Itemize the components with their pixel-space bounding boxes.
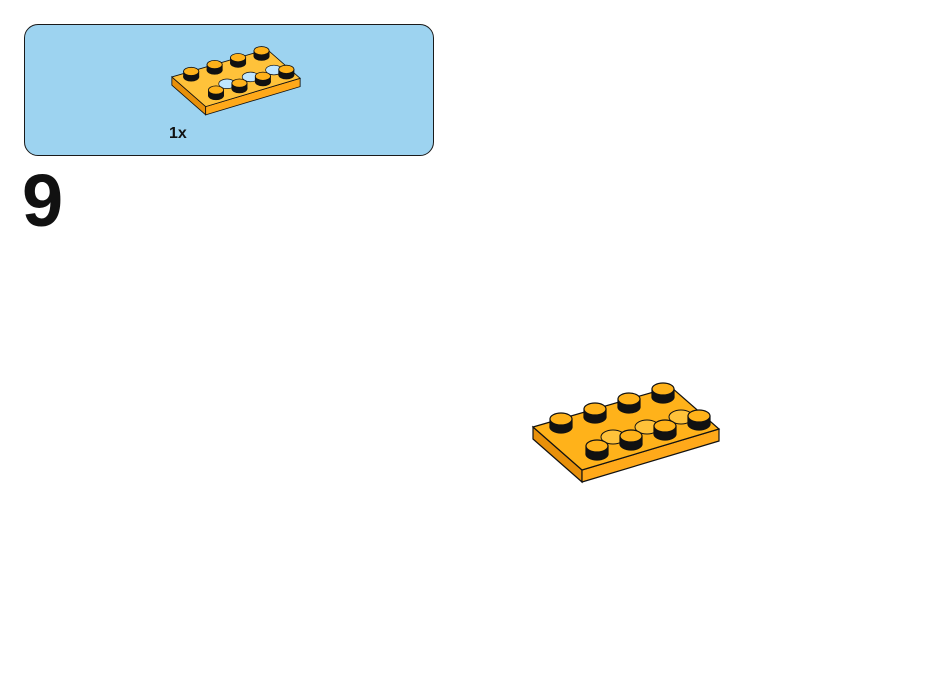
part-quantity-label: 1x (169, 125, 187, 142)
technic-plate-part-icon (171, 46, 301, 116)
parts-list-callout: 1x (24, 24, 434, 156)
step-number: 9 (22, 159, 64, 242)
assembly-model-illustration (531, 382, 721, 484)
